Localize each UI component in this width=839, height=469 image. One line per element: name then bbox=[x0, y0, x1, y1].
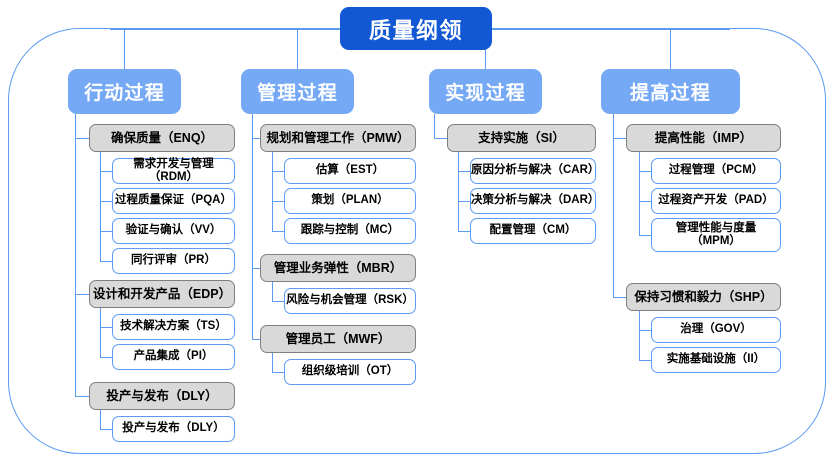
leaf-box-pqa[interactable]: 过程质量保证（PQA） bbox=[112, 188, 235, 214]
column-header-1[interactable]: 行动过程 bbox=[68, 69, 181, 114]
leaf-box-pcm[interactable]: 过程管理（PCM） bbox=[651, 158, 781, 184]
col-1-stub-g2 bbox=[75, 294, 89, 296]
col-2-g1-stub-1 bbox=[272, 171, 284, 173]
col-1-stub-g3 bbox=[75, 396, 89, 398]
group-box-pmw[interactable]: 规划和管理工作（PMW） bbox=[260, 124, 416, 152]
col-2-g3-trunk bbox=[272, 353, 274, 372]
col-2-g1-stub-3 bbox=[272, 231, 284, 233]
col-1-trunk bbox=[75, 114, 77, 397]
leaf-box-mpm[interactable]: 管理性能与度量 （MPM） bbox=[651, 218, 781, 252]
column-header-2[interactable]: 管理过程 bbox=[241, 69, 354, 114]
leaf-box-ii[interactable]: 实施基础设施（II） bbox=[651, 347, 781, 373]
col-4-stub-g2 bbox=[613, 297, 626, 299]
leaf-box-plan[interactable]: 策划（PLAN） bbox=[284, 188, 416, 214]
col-3-stub-g1 bbox=[434, 138, 447, 140]
leaf-box-ts[interactable]: 技术解决方案（TS） bbox=[112, 314, 235, 340]
col-3-g1-trunk bbox=[458, 152, 460, 231]
col-2-g2-trunk bbox=[272, 282, 274, 301]
column-header-3[interactable]: 实现过程 bbox=[429, 69, 542, 114]
root-title: 质量纲领 bbox=[340, 7, 492, 50]
col-1-g2-trunk bbox=[100, 308, 102, 357]
col-4-drop-line bbox=[670, 29, 672, 69]
leaf-box-pi[interactable]: 产品集成（PI） bbox=[112, 344, 235, 370]
col-2-g1-stub-2 bbox=[272, 201, 284, 203]
col-3-g1-stub-2 bbox=[458, 201, 470, 203]
col-2-stub-g2 bbox=[252, 268, 260, 270]
col-4-trunk bbox=[613, 114, 615, 298]
col-1-stub-g1 bbox=[75, 138, 89, 140]
col-4-g2-trunk bbox=[639, 311, 641, 360]
leaf-box-pr[interactable]: 同行评审（PR） bbox=[112, 248, 235, 274]
col-4-g1-trunk bbox=[639, 152, 641, 235]
col-1-g1-trunk bbox=[100, 152, 102, 261]
group-box-shp[interactable]: 保持习惯和毅力（SHP） bbox=[626, 283, 781, 311]
col-4-g1-stub-1 bbox=[639, 171, 651, 173]
group-box-si[interactable]: 支持实施（SI） bbox=[447, 124, 596, 152]
col-1-g2-stub-1 bbox=[100, 327, 112, 329]
col-1-g1-stub-2 bbox=[100, 201, 112, 203]
col-2-g1-trunk bbox=[272, 152, 274, 231]
col-3-trunk bbox=[434, 114, 436, 138]
leaf-box-ot[interactable]: 组织级培训（OT） bbox=[284, 359, 416, 385]
col-1-g1-stub-3 bbox=[100, 231, 112, 233]
leaf-box-car[interactable]: 原因分析与解决（CAR） bbox=[470, 158, 599, 184]
group-box-enq[interactable]: 确保质量（ENQ） bbox=[89, 124, 235, 152]
leaf-box-dar[interactable]: 决策分析与解决（DAR） bbox=[470, 188, 599, 214]
group-box-dly[interactable]: 投产与发布（DLY） bbox=[89, 382, 235, 410]
col-1-g1-stub-4 bbox=[100, 261, 112, 263]
col-2-stub-g3 bbox=[252, 339, 260, 341]
group-box-imp[interactable]: 提高性能（IMP） bbox=[626, 124, 781, 152]
col-4-g2-stub-1 bbox=[639, 330, 651, 332]
col-1-g3-stub-1 bbox=[100, 429, 112, 431]
leaf-box-vv[interactable]: 验证与确认（VV） bbox=[112, 218, 235, 244]
col-3-g1-stub-3 bbox=[458, 231, 470, 233]
col-3-g1-stub-1 bbox=[458, 171, 470, 173]
col-2-trunk bbox=[252, 114, 254, 340]
col-1-drop-line bbox=[124, 29, 126, 69]
leaf-box-rsk[interactable]: 风险与机会管理（RSK） bbox=[284, 288, 416, 314]
col-4-g1-stub-3 bbox=[639, 235, 651, 237]
col-1-g3-trunk bbox=[100, 410, 102, 429]
leaf-box-dly-child[interactable]: 投产与发布（DLY） bbox=[112, 416, 235, 442]
col-1-g2-stub-2 bbox=[100, 357, 112, 359]
group-box-edp[interactable]: 设计和开发产品（EDP） bbox=[89, 280, 235, 308]
col-2-g2-stub-1 bbox=[272, 301, 284, 303]
col-4-stub-g1 bbox=[613, 138, 626, 140]
group-box-mwf[interactable]: 管理员工（MWF） bbox=[260, 325, 416, 353]
leaf-box-cm[interactable]: 配置管理（CM） bbox=[470, 218, 596, 244]
col-4-g2-stub-2 bbox=[639, 360, 651, 362]
col-4-g1-stub-2 bbox=[639, 201, 651, 203]
col-1-g1-stub-1 bbox=[100, 171, 112, 173]
leaf-box-pad[interactable]: 过程资产开发（PAD） bbox=[651, 188, 781, 214]
leaf-box-rdm[interactable]: 需求开发与管理（RDM） bbox=[112, 158, 235, 184]
column-header-4[interactable]: 提高过程 bbox=[601, 69, 740, 114]
leaf-box-mc[interactable]: 跟踪与控制（MC） bbox=[284, 218, 416, 244]
group-box-mbr[interactable]: 管理业务弹性（MBR） bbox=[260, 254, 416, 282]
col-2-drop-line bbox=[297, 29, 299, 69]
leaf-box-gov[interactable]: 治理（GOV） bbox=[651, 317, 781, 343]
col-2-g3-stub-1 bbox=[272, 372, 284, 374]
leaf-box-est[interactable]: 估算（EST） bbox=[284, 158, 416, 184]
col-2-stub-g1 bbox=[252, 138, 260, 140]
